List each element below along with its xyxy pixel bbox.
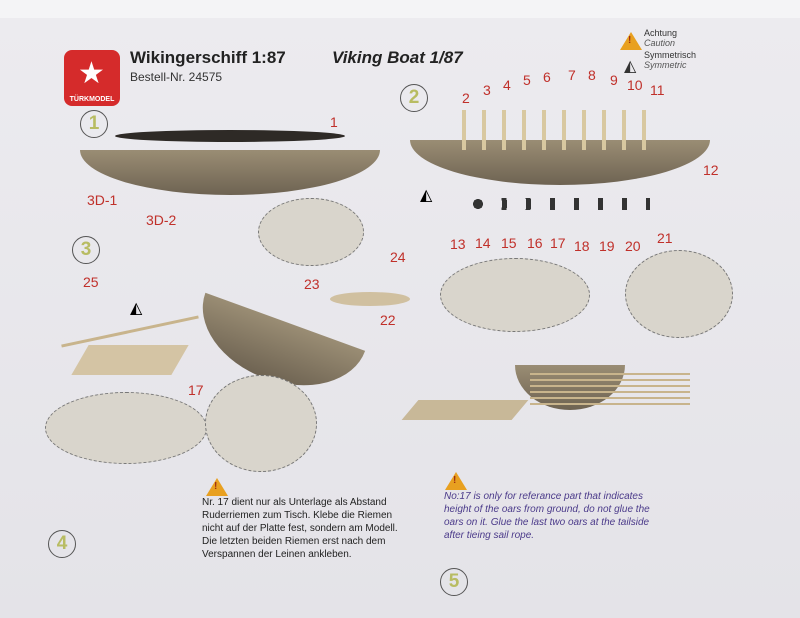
part-label: 17 [188,382,204,398]
part-label: 14 [475,235,491,251]
caution-icon: ! [206,478,228,496]
oars-row [462,110,662,150]
part-label: 19 [599,238,615,254]
part-label: 8 [588,67,596,83]
part-label: 22 [380,312,396,328]
step-5: 5 [440,568,468,596]
part-label: 3D-2 [146,212,177,228]
symmetric-icon: ◭ [624,58,637,75]
legend-caution: Caution [644,38,676,48]
star-icon: ★ [78,57,105,90]
detail-view-1 [258,198,364,266]
part-label: 11 [650,82,665,98]
part-label: 12 [703,162,719,178]
step-4: 4 [48,530,76,558]
step-3: 3 [72,236,100,264]
detail-view-4 [45,392,207,464]
step-1: 1 [80,110,108,138]
turkmodel-logo: ★ TÜRKMODEL [64,50,120,106]
part-label: 23 [304,276,320,292]
symmetric-icon: ◭ [130,300,143,317]
part-label: 10 [627,77,643,93]
part-label: 25 [83,274,99,290]
symmetric-icon: ◭ [420,187,433,204]
title-de: Wikingerschiff 1:87 [130,48,286,67]
part-label: 18 [574,238,590,254]
caution-icon: ! [620,32,642,50]
part-label: 17 [550,235,566,251]
legend-symmetric: Symmetric [644,60,687,70]
part-label: 3 [483,82,491,98]
part-label: 1 [330,114,338,130]
spacer-part-17 [71,345,189,375]
stand-part-22 [330,292,410,306]
shields-row [470,198,650,210]
detail-view-2 [440,258,590,332]
part-label: 24 [390,249,406,265]
note-en: No:17 is only for referance part that in… [444,491,650,541]
part-label: 2 [462,90,470,106]
part-label: 13 [450,236,466,252]
order-number: Bestell-Nr. 24575 [130,70,223,84]
step-2: 2 [400,84,428,112]
part-label: 20 [625,238,641,254]
part-label: 6 [543,69,551,85]
part-label: 7 [568,67,576,83]
part-label: 9 [610,72,618,88]
part-label: 3D-1 [87,192,118,208]
part-label: 5 [523,72,531,88]
legend-achtung: Achtung [644,28,678,38]
legend-symmetrisch: Symmetrisch [644,50,697,60]
part-label: 4 [503,77,511,93]
part-label: 15 [501,235,517,251]
caution-icon: ! [445,472,467,490]
oars-assembled [530,370,690,405]
detail-view-5 [205,375,317,472]
title-en: Viking Boat 1/87 [332,48,463,67]
deck-part-1 [115,130,345,142]
part-label: 16 [527,235,543,251]
spacer-assembled [401,400,529,420]
brand-name: TÜRKMODEL [69,96,115,103]
note-de: Nr. 17 dient nur als Unterlage als Absta… [202,497,398,560]
detail-view-3 [625,250,733,338]
part-label: 21 [657,230,673,246]
